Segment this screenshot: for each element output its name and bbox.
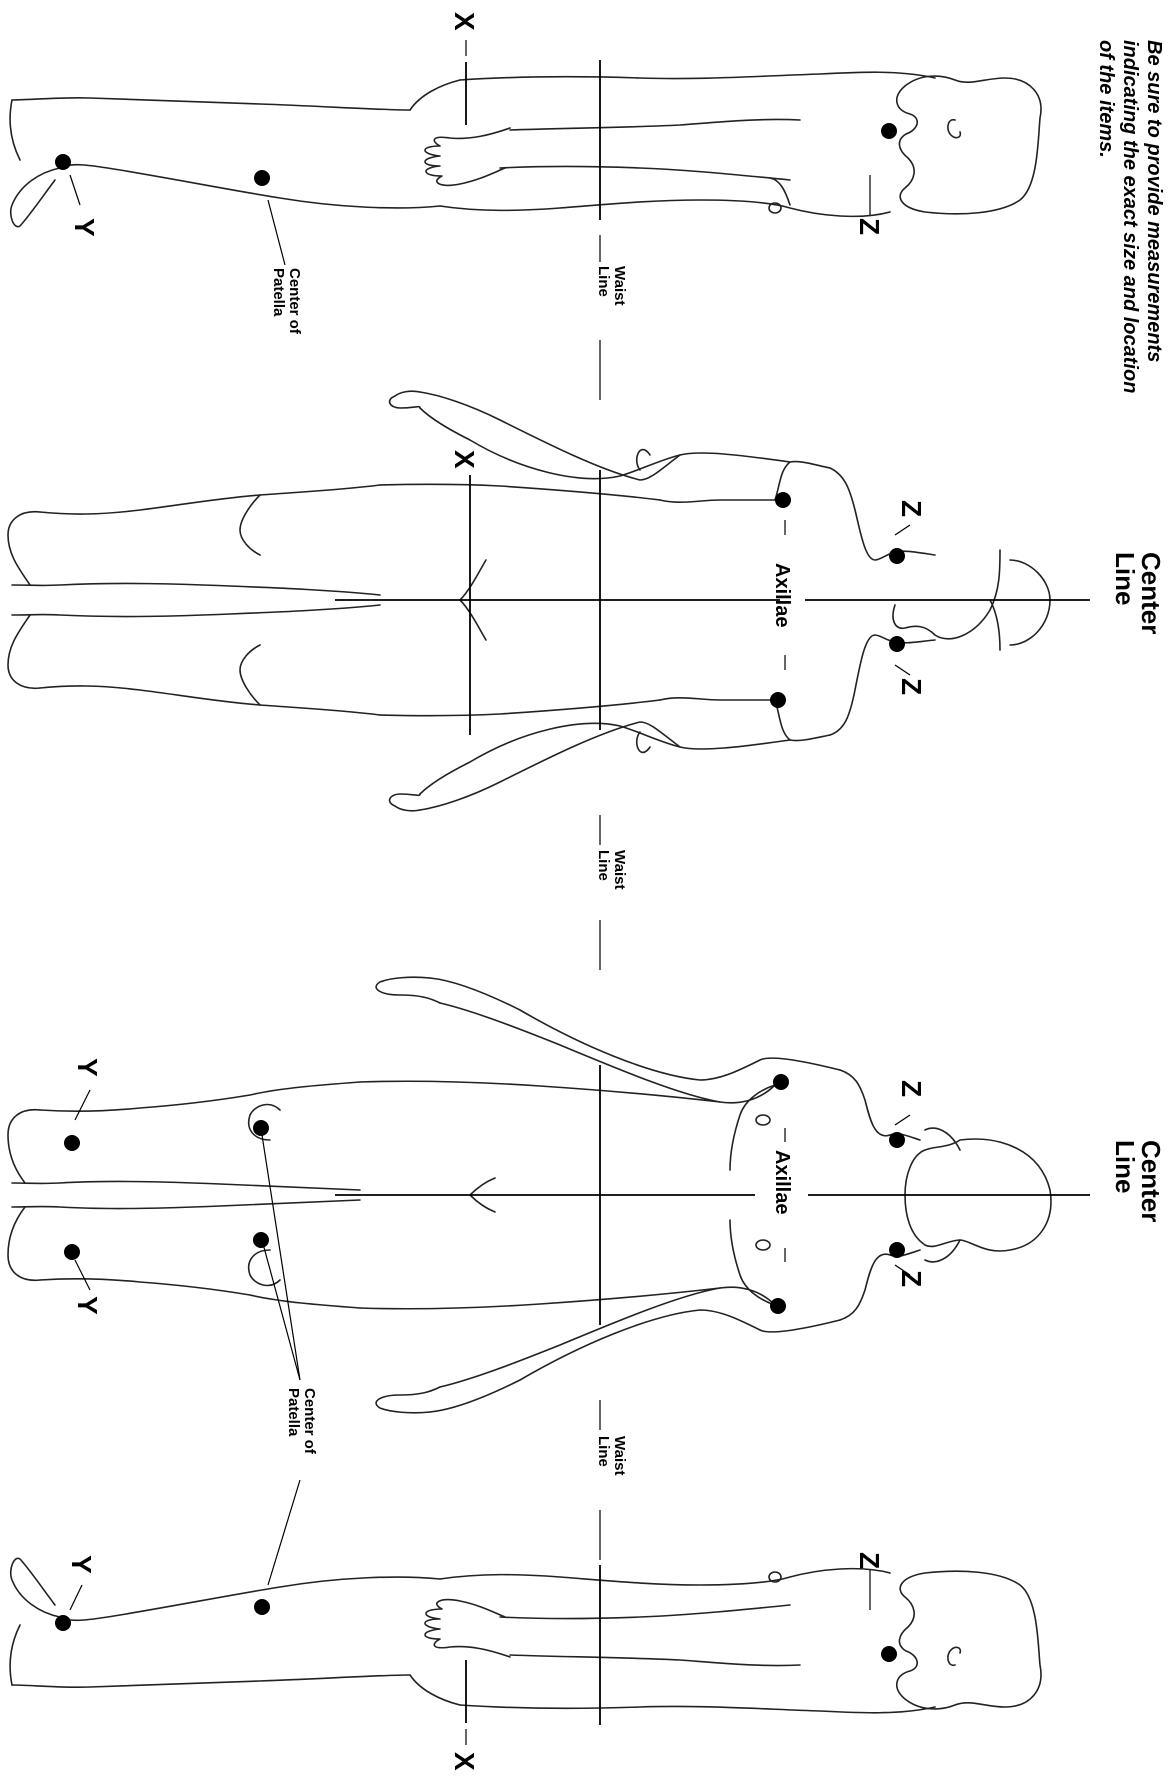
- patella-label-1: Center of Patella: [270, 268, 303, 335]
- center-line-label-front: Center Line: [1110, 1140, 1166, 1222]
- waist-line-label-3: Waist Line: [595, 1436, 628, 1475]
- z-marker-6: Z: [854, 1552, 885, 1569]
- svg-text:Line: Line: [595, 850, 612, 881]
- y-marker-3: Y: [72, 1296, 103, 1315]
- svg-text:Line: Line: [1110, 1140, 1140, 1193]
- axillae-label-front: Axillae: [771, 1150, 793, 1214]
- figure-side-view-top: [10, 40, 1041, 400]
- note-line-1: Be sure to provide measurements: [1143, 40, 1165, 362]
- z-marker-1: Z: [854, 218, 885, 235]
- y-marker-4: Y: [66, 1555, 97, 1574]
- svg-text:Axillae: Axillae: [771, 1150, 793, 1214]
- svg-text:Axillae: Axillae: [771, 563, 793, 627]
- axillae-label-back: Axillae: [771, 563, 793, 627]
- y-marker-2: Y: [72, 1058, 103, 1077]
- instruction-note: Be sure to provide measurements indicati…: [1095, 40, 1165, 393]
- figure-front-view: [8, 977, 1090, 1560]
- svg-text:Waist: Waist: [611, 266, 628, 305]
- waist-line-label-1: Waist Line: [595, 266, 628, 305]
- center-line-label-back: Center Line: [1110, 552, 1166, 634]
- z-marker-2: Z: [896, 500, 927, 517]
- x-marker-2: X: [449, 450, 480, 469]
- svg-text:Waist: Waist: [611, 850, 628, 889]
- svg-text:Line: Line: [595, 266, 612, 297]
- svg-text:Line: Line: [595, 1436, 612, 1467]
- x-marker-3: X: [449, 1752, 480, 1771]
- waist-line-label-2: Waist Line: [595, 850, 628, 889]
- figure-side-view-bottom: [10, 1480, 1041, 1745]
- z-marker-3: Z: [896, 678, 927, 695]
- svg-text:Patella: Patella: [285, 1388, 302, 1437]
- x-marker-1: X: [449, 12, 480, 31]
- patella-label-2: Center of Patella: [285, 1388, 318, 1455]
- z-marker-4: Z: [896, 1080, 927, 1097]
- note-line-3: of the items.: [1095, 40, 1117, 158]
- svg-text:Center of: Center of: [301, 1388, 318, 1455]
- svg-text:Patella: Patella: [270, 268, 287, 317]
- z-marker-5: Z: [896, 1270, 927, 1287]
- svg-text:Waist: Waist: [611, 1436, 628, 1475]
- svg-text:Center of: Center of: [286, 268, 303, 335]
- svg-text:Line: Line: [1110, 552, 1140, 605]
- note-line-2: indicating the exact size and location: [1119, 40, 1141, 393]
- y-marker-1: Y: [69, 218, 100, 237]
